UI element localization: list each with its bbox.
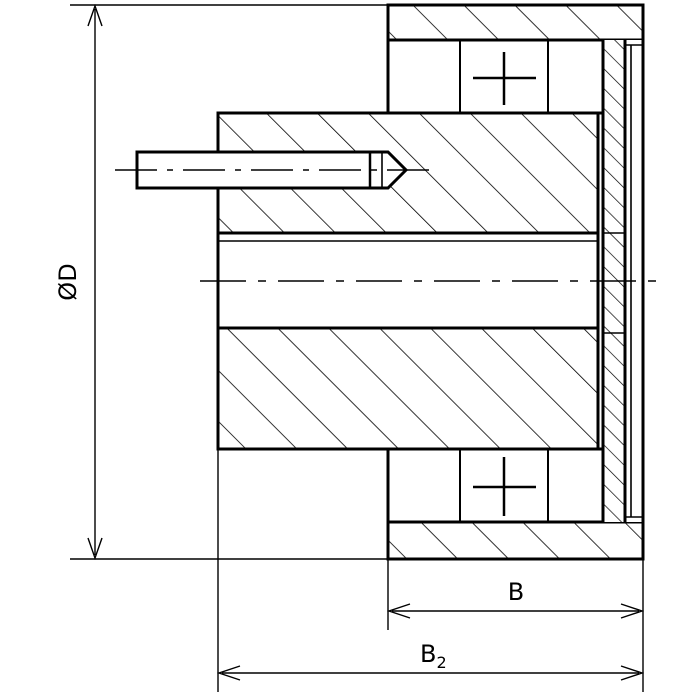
inner-sleeve-lower [216, 326, 600, 451]
dimension-width-b: B [386, 559, 645, 692]
diameter-label: ØD [54, 263, 82, 300]
outer-ring-bottom [386, 520, 645, 561]
outer-ring-top [386, 3, 645, 42]
dimension-diameter: ØD [54, 3, 388, 561]
width-b-label: B [508, 578, 524, 606]
rolling-element-row-bottom [386, 447, 605, 524]
rolling-element-row-top [386, 38, 605, 115]
dimension-width-b2: B2 [216, 449, 645, 692]
width-b2-label: B2 [420, 640, 447, 672]
side-wall-right [601, 5, 645, 559]
lubrication-pin [115, 150, 430, 190]
